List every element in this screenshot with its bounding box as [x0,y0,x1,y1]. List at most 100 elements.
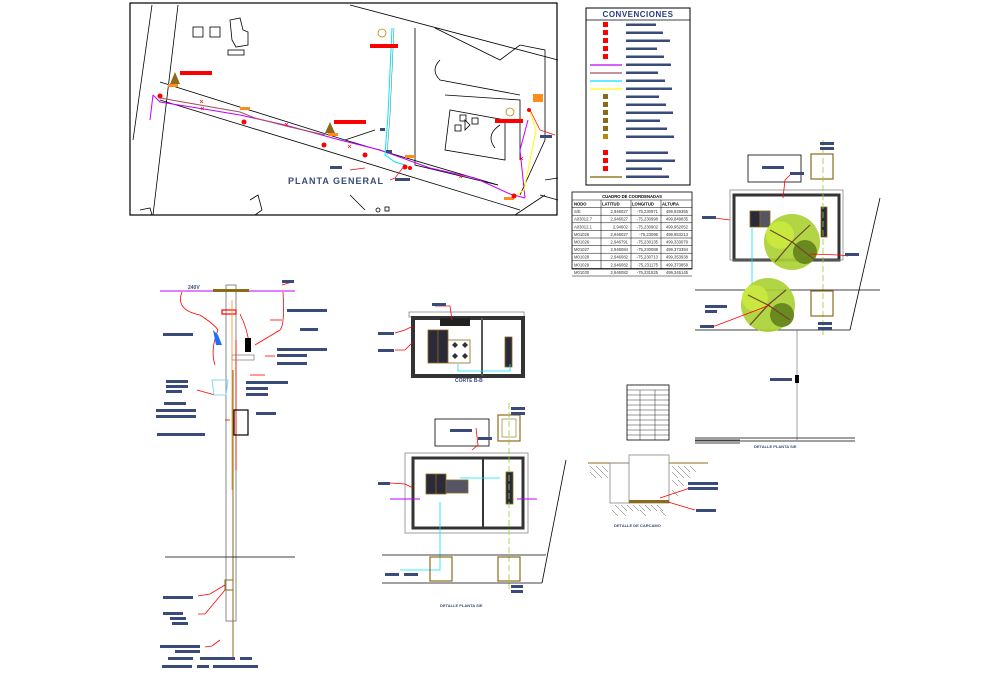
coordinates-cell: 499,952052 [666,224,689,229]
coordinates-cell: 2,94602 [613,224,629,229]
soil-hatch [589,465,697,517]
coordinates-cell: 2,946027 [611,217,629,222]
conventions-row [590,79,665,82]
callout-bar [334,120,366,124]
manhole [810,290,834,317]
equipment-box [747,154,802,183]
pole-detail-view: 240V [156,280,327,668]
general-plan-frame [129,2,558,216]
coordinates-cell: -75,230998 [637,217,659,222]
coordinates-cell: A03012.1 [574,224,593,229]
coordinates-cell: M01029 [574,262,590,267]
conventions-description [626,111,673,114]
feeder-line-cyan [384,27,406,166]
conventions-row [603,134,674,139]
conventions-description [626,159,675,162]
substation-walls [411,456,525,530]
callout-bar [370,44,398,48]
conventions-description [626,95,659,98]
conventions-description [626,23,656,26]
coordinates-cell: 2,946027 [611,232,629,237]
pole-box-red-icon [603,38,608,43]
coordinates-cell: -75,230971 [637,209,659,214]
coordinates-cell: S/E [574,209,581,214]
conventions-row [603,46,657,51]
coordinates-cell: 2,946082 [611,255,629,260]
terminal-connector [245,338,251,352]
conventions-row [590,87,672,90]
tree-icon [741,278,795,332]
trench-cover [628,454,670,504]
coordinates-header-cell: ALTURA [662,202,679,207]
coordinates-cell: 499,345145 [666,270,689,275]
feeder-line-yellow [514,111,537,197]
conventions-row [603,94,659,99]
manhole [429,556,453,582]
conventions-description [626,31,663,34]
section-view: CORTE B-B [378,303,525,384]
small-box-brown-icon [603,110,608,115]
cross-brown-icon [603,126,608,131]
coordinates-cell: -75,231175 [637,262,659,267]
conventions-description [626,55,664,58]
conventions-description [626,87,672,90]
coordinates-table-title: CUADRO DE COORDENADAS [602,194,662,199]
conventions-description [626,103,666,106]
conventions-description [626,63,671,66]
manhole [497,556,521,582]
conventions-description [626,71,658,74]
conventions-row [590,63,671,66]
lv-line-brown [159,97,326,136]
coordinates-cell: 499,373394 [666,247,689,252]
mv-line-branch [149,94,154,121]
conventions-description [626,47,657,50]
conventions-row [590,175,669,178]
coordinates-cell: 499,849355 [666,209,689,214]
manhole [810,153,834,180]
coordinates-cell: -75,230902 [637,224,659,229]
plan-detail-1-title: DETALLE PLANTA S/E [440,603,483,608]
coordinates-cell: 499,353938 [666,255,689,260]
equipment-box [434,418,490,447]
meter-box [233,409,249,436]
coordinates-cell: 499,373858 [666,262,689,267]
section-title: CORTE B-B [455,378,483,384]
coordinates-cell: A03012.7 [574,217,593,222]
conventions-row [603,102,666,107]
coordinates-cell: M01028 [574,255,590,260]
tree-icon [764,214,820,270]
plan-detail-1-view: DETALLE PLANTA S/E [378,403,567,608]
coordinates-cell: 2,946082 [611,262,629,267]
buildings [139,17,479,216]
pole-circle-red-icon [603,22,608,27]
triangle-transformer-icon [603,94,608,99]
coordinates-cell: 499,849835 [666,217,689,222]
plan-labels [330,128,552,181]
conventions-description [626,39,670,42]
support-bracket [231,354,255,361]
conventions-row [590,71,658,74]
callout-bar [180,71,212,75]
conventions-row [603,22,656,27]
coordinates-cell: 2,946084 [611,247,629,252]
coordinates-cell: -75,230088 [637,247,659,252]
coordinates-cell: M01030 [574,270,590,275]
conventions-description [626,151,668,154]
general-plan-view: PLANTA GENERAL [129,2,559,216]
callout-bar [495,119,523,123]
cutout-fuse [221,309,237,315]
plan-detail-2-title: DETALLE PLANTA S/E [754,444,797,449]
conventions-row [603,118,660,123]
pole-wiring [180,281,293,470]
coordinates-header-cell: LONGITUD [632,202,654,207]
conventions-row [603,54,664,59]
lamp-icon [505,107,515,117]
pole-red-2-icon [603,158,608,163]
pole-red-3-icon [603,166,608,171]
poles [157,93,531,199]
mv-line-riser [519,119,529,199]
conventions-row [603,38,670,43]
lamp-icon [377,28,387,38]
conventions-description [626,135,674,138]
